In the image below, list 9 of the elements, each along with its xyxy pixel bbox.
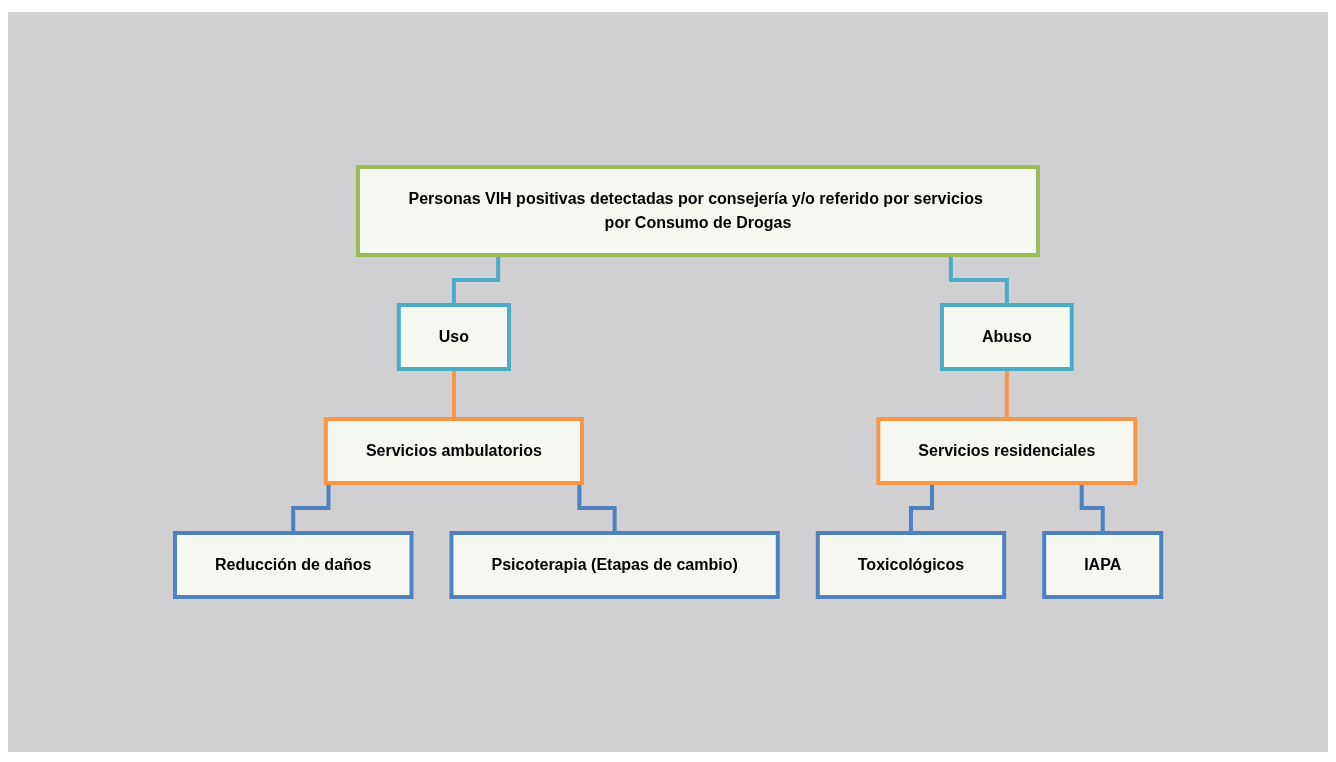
node-box: Reducción de daños [172, 531, 414, 599]
node-box: Servicios ambulatorios [323, 417, 584, 485]
node-box: Servicios residenciales [876, 417, 1138, 485]
node-box: IAPA [1042, 531, 1164, 599]
node-box: Uso [396, 303, 511, 371]
node-box: Abuso [939, 303, 1074, 371]
node-box: Psicoterapia (Etapas de cambio) [449, 531, 780, 599]
node-box: Toxicológicos [815, 531, 1007, 599]
node-box: Personas VIH positivas detectadas por consejería y/o referido por servicios por Consumo de Drogas [355, 165, 1040, 257]
